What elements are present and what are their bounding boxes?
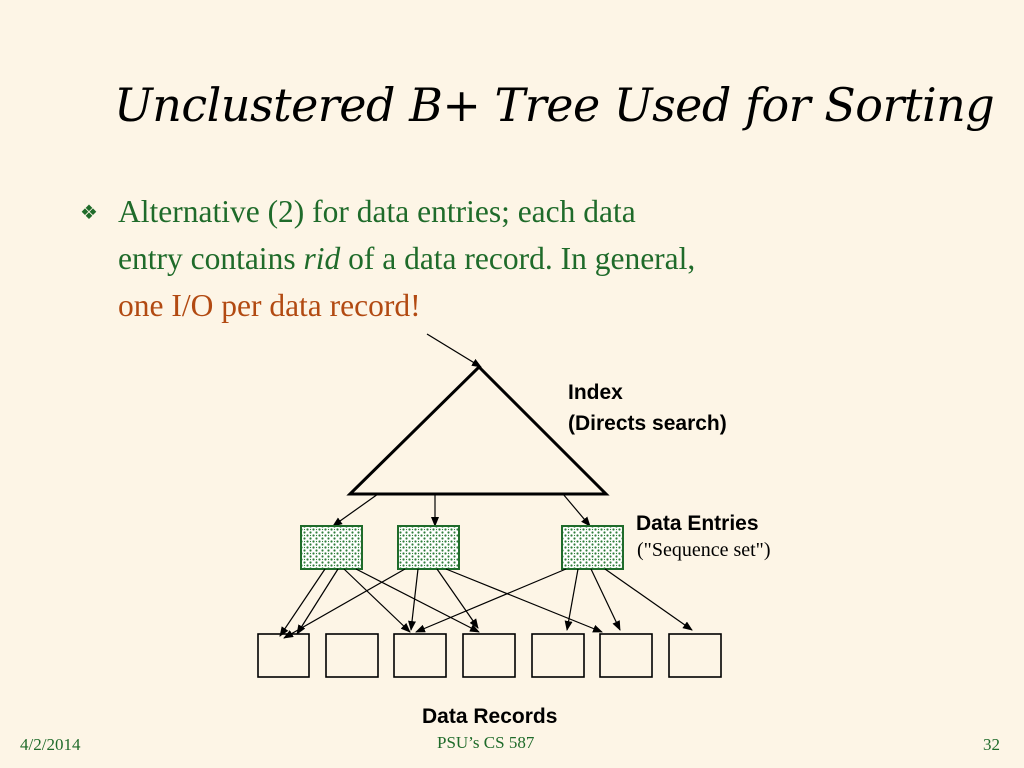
data-records-label: Data Records <box>422 705 558 728</box>
data-entry-page <box>300 525 363 570</box>
data-entries-sublabel: ("Sequence set") <box>637 539 771 561</box>
bullet-line-2a: entry contains <box>118 241 304 276</box>
slide-title: Unclustered B+ Tree Used for Sorting <box>114 78 995 132</box>
footer-course: PSU’s CS 587 <box>437 733 535 752</box>
bullet-rid: rid <box>303 241 341 276</box>
data-record-page <box>393 633 447 678</box>
data-entries-label: Data Entries <box>636 512 759 535</box>
data-entry-page <box>397 525 460 570</box>
data-record-page <box>257 633 310 678</box>
data-record-page <box>531 633 585 678</box>
bullet-line-1: Alternative (2) for data entries; each d… <box>118 194 636 229</box>
index-to-entry-arrow-3 <box>562 493 591 527</box>
index-label: Index <box>568 381 623 404</box>
data-entry-page <box>561 525 624 570</box>
footer-page-number: 32 <box>983 735 1000 754</box>
footer-date: 4/2/2014 <box>20 735 81 754</box>
data-record-page <box>668 633 722 678</box>
data-record-page <box>462 633 516 678</box>
index-to-entry-arrow-1 <box>332 493 379 527</box>
index-sublabel: (Directs search) <box>568 412 727 435</box>
index-triangle <box>346 364 610 496</box>
bullet-line-3: one I/O per data record! <box>118 288 421 323</box>
root-pointer-arrow <box>426 333 482 368</box>
bullet-text: Alternative (2) for data entries; each d… <box>118 188 978 329</box>
data-record-page <box>599 633 653 678</box>
bullet-diamond-icon: ❖ <box>80 200 98 224</box>
rid-pointer-arrows <box>279 568 693 639</box>
bullet-line-2b: of a data record. In general, <box>340 241 696 276</box>
data-record-page <box>325 633 379 678</box>
